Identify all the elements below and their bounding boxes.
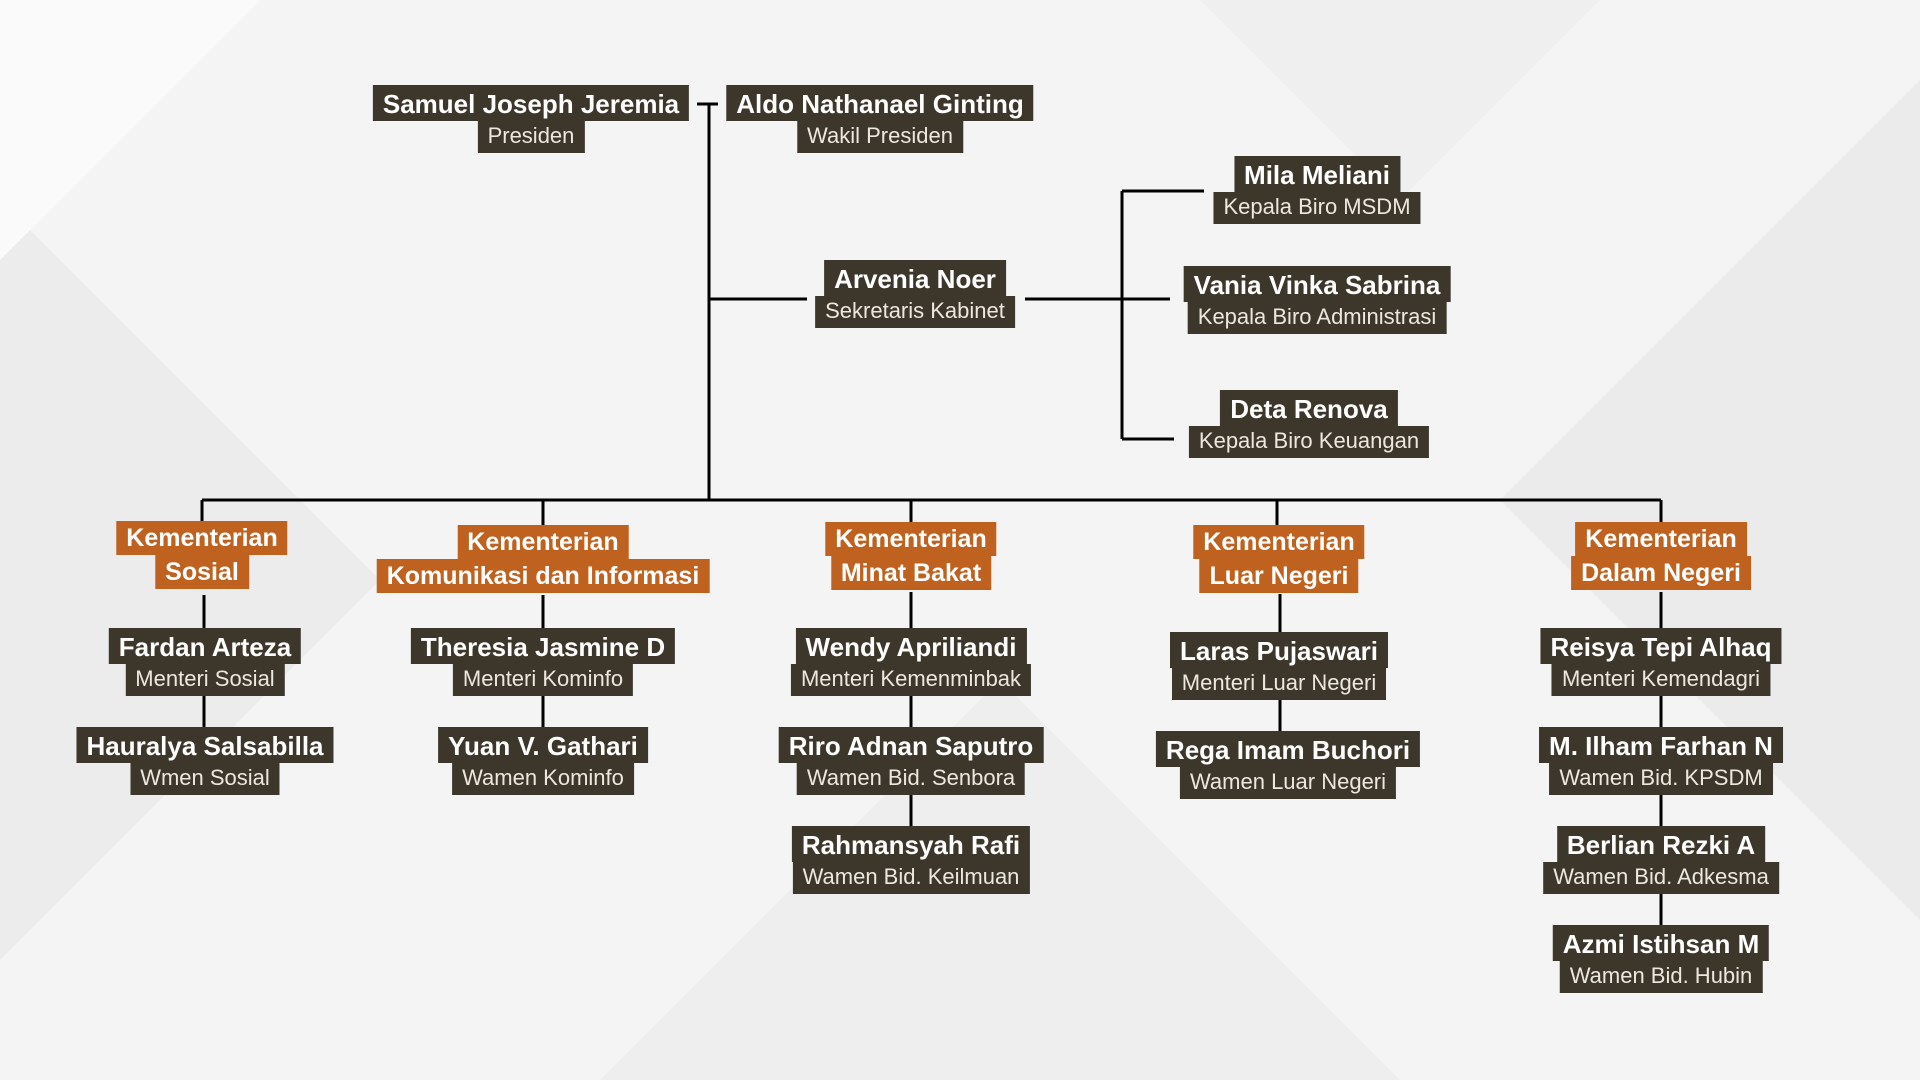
person-name: Vania Vinka Sabrina (1183, 266, 1451, 302)
member-card: Fardan Arteza Menteri Sosial (108, 628, 302, 696)
person-role: Kepala Biro MSDM (1213, 192, 1421, 224)
person-name: Laras Pujaswari (1170, 632, 1388, 668)
ministry-title-line1: Kementerian (1575, 522, 1747, 556)
ministry-title-line1: Kementerian (116, 521, 288, 555)
person-role: Sekretaris Kabinet (815, 296, 1015, 328)
person-role: Kepala Biro Keuangan (1188, 426, 1430, 458)
ministry-header-sosial: Kementerian Sosial (116, 521, 288, 589)
member-card: Yuan V. Gathari Wamen Kominfo (438, 727, 648, 795)
ministry-title-line1: Kementerian (1193, 525, 1365, 559)
person-name: Yuan V. Gathari (438, 727, 648, 763)
secretary-card: Arvenia Noer Sekretaris Kabinet (815, 260, 1015, 328)
person-role: Menteri Luar Negeri (1171, 668, 1387, 700)
person-role: Wamen Bid. Adkesma (1543, 862, 1779, 894)
person-role: Wamen Luar Negeri (1179, 767, 1397, 799)
person-name: Riro Adnan Saputro (778, 727, 1044, 763)
person-role: Wakil Presiden (797, 121, 963, 153)
bureau-card: Vania Vinka Sabrina Kepala Biro Administ… (1183, 266, 1451, 334)
member-card: Theresia Jasmine D Menteri Kominfo (410, 628, 676, 696)
member-card: Riro Adnan Saputro Wamen Bid. Senbora (778, 727, 1044, 795)
ministry-title-line2: Luar Negeri (1199, 559, 1359, 593)
person-role: Wamen Bid. KPSDM (1549, 763, 1773, 795)
person-role: Wmen Sosial (130, 763, 280, 795)
ministry-header-luar-negeri: Kementerian Luar Negeri (1193, 525, 1365, 593)
ministry-title-line2: Dalam Negeri (1571, 556, 1751, 590)
member-card: Wendy Apriliandi Menteri Kemenminbak (790, 628, 1032, 696)
person-role: Wamen Bid. Hubin (1559, 961, 1763, 993)
member-card: Hauralya Salsabilla Wmen Sosial (76, 727, 334, 795)
person-name: Rahmansyah Rafi (791, 826, 1031, 862)
person-role: Presiden (477, 121, 585, 153)
member-card: Laras Pujaswari Menteri Luar Negeri (1170, 632, 1388, 700)
member-card: Reisya Tepi Alhaq Menteri Kemendagri (1540, 628, 1782, 696)
person-role: Wamen Kominfo (452, 763, 634, 795)
person-name: Deta Renova (1220, 390, 1398, 426)
person-name: Wendy Apriliandi (795, 628, 1027, 664)
person-name: Aldo Nathanael Ginting (726, 85, 1034, 121)
ministry-title-line2: Sosial (155, 555, 249, 589)
person-name: Theresia Jasmine D (410, 628, 676, 664)
person-role: Menteri Kominfo (452, 664, 634, 696)
member-card: M. Ilham Farhan N Wamen Bid. KPSDM (1539, 727, 1783, 795)
person-name: Hauralya Salsabilla (76, 727, 334, 763)
person-role: Menteri Kemendagri (1551, 664, 1771, 696)
ministry-header-dalam-negeri: Kementerian Dalam Negeri (1571, 522, 1751, 590)
ministry-title-line1: Kementerian (457, 525, 629, 559)
person-name: M. Ilham Farhan N (1539, 727, 1783, 763)
member-card: Rega Imam Buchori Wamen Luar Negeri (1155, 731, 1421, 799)
vice-president-card: Aldo Nathanael Ginting Wakil Presiden (726, 85, 1034, 153)
person-name: Mila Meliani (1234, 156, 1400, 192)
ministry-header-kominfo: Kementerian Komunikasi dan Informasi (376, 525, 710, 593)
member-card: Azmi Istihsan M Wamen Bid. Hubin (1552, 925, 1770, 993)
person-role: Menteri Kemenminbak (790, 664, 1032, 696)
president-card: Samuel Joseph Jeremia Presiden (372, 85, 690, 153)
member-card: Berlian Rezki A Wamen Bid. Adkesma (1543, 826, 1779, 894)
person-name: Reisya Tepi Alhaq (1540, 628, 1782, 664)
person-name: Berlian Rezki A (1556, 826, 1766, 862)
ministry-title-line2: Komunikasi dan Informasi (376, 559, 710, 593)
person-role: Wamen Bid. Senbora (796, 763, 1026, 795)
person-name: Azmi Istihsan M (1552, 925, 1770, 961)
ministry-title-line2: Minat Bakat (830, 556, 992, 590)
person-role: Wamen Bid. Keilmuan (792, 862, 1030, 894)
person-name: Fardan Arteza (108, 628, 302, 664)
member-card: Rahmansyah Rafi Wamen Bid. Keilmuan (791, 826, 1031, 894)
person-role: Menteri Sosial (125, 664, 285, 696)
person-name: Samuel Joseph Jeremia (372, 85, 690, 121)
person-role: Kepala Biro Administrasi (1187, 302, 1447, 334)
ministry-title-line1: Kementerian (825, 522, 997, 556)
person-name: Rega Imam Buchori (1155, 731, 1421, 767)
ministry-header-minat-bakat: Kementerian Minat Bakat (825, 522, 997, 590)
bureau-card: Mila Meliani Kepala Biro MSDM (1213, 156, 1421, 224)
bureau-card: Deta Renova Kepala Biro Keuangan (1188, 390, 1430, 458)
person-name: Arvenia Noer (824, 260, 1006, 296)
